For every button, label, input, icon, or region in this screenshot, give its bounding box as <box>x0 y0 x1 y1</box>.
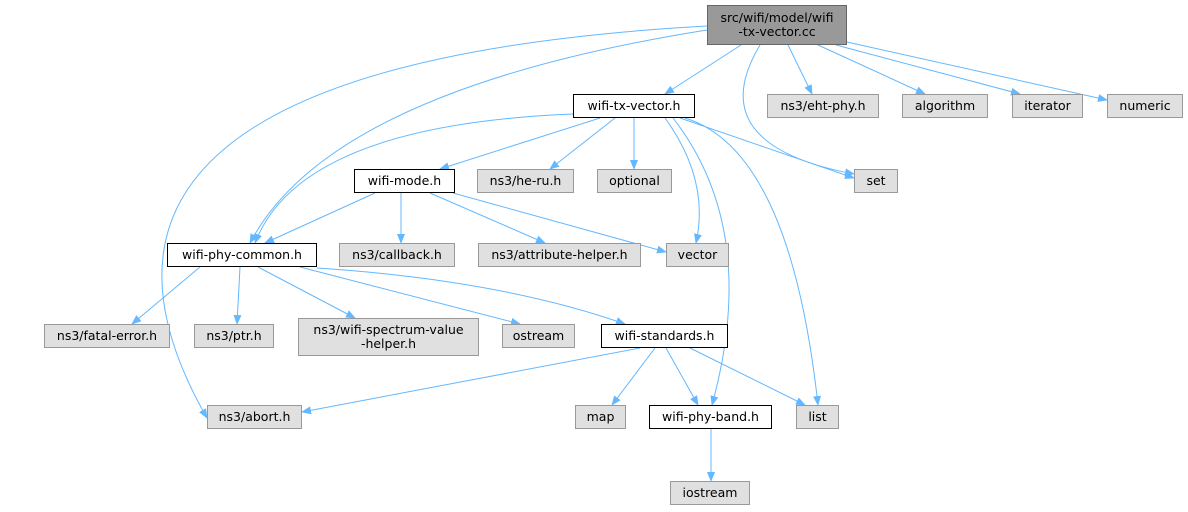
node-standards[interactable]: wifi-standards.h <box>601 324 728 348</box>
edge-phycommon-to-ostream <box>299 266 521 326</box>
edge-phycommon-to-ptr <box>233 266 242 325</box>
node-band[interactable]: wifi-phy-band.h <box>649 405 772 429</box>
edge-root-to-eht <box>787 44 813 95</box>
node-map: map <box>575 405 626 429</box>
edge-root-to-txv <box>664 44 742 95</box>
node-ptr: ns3/ptr.h <box>194 324 274 348</box>
edge-standards-to-abort <box>301 347 641 415</box>
node-fatal: ns3/fatal-error.h <box>44 324 170 348</box>
node-attrhelper: ns3/attribute-helper.h <box>478 243 641 267</box>
node-root: src/wifi/model/wifi -tx-vector.cc <box>707 5 847 45</box>
node-algorithm: algorithm <box>902 94 988 118</box>
node-vector: vector <box>666 243 729 267</box>
edge-phycommon-to-spectrum <box>257 266 356 319</box>
edge-mode-to-phycommon <box>264 192 376 244</box>
node-ostream: ostream <box>502 324 575 348</box>
node-optional: optional <box>597 169 672 193</box>
node-iostream: iostream <box>670 481 750 505</box>
node-abort: ns3/abort.h <box>207 405 302 429</box>
edge-root-to-algorithm <box>817 44 926 95</box>
edge-mode-to-attrhelper <box>429 192 546 244</box>
node-heru: ns3/he-ru.h <box>477 169 574 193</box>
node-set: set <box>854 169 898 193</box>
edge-root-to-abort <box>161 25 708 419</box>
edge-txv-to-mode <box>439 117 601 171</box>
node-spectrum: ns3/wifi-spectrum-value -helper.h <box>298 318 479 356</box>
node-mode[interactable]: wifi-mode.h <box>354 169 455 193</box>
edge-phycommon-to-fatal <box>131 266 201 325</box>
edge-txv-to-phycommon <box>254 113 574 244</box>
edge-txv-to-vector <box>664 117 702 244</box>
node-callback: ns3/callback.h <box>339 243 455 267</box>
node-phycommon[interactable]: wifi-phy-common.h <box>167 243 317 267</box>
edge-txv-to-heru <box>549 117 616 170</box>
node-eht: ns3/eht-phy.h <box>767 94 879 118</box>
edge-root-to-numeric <box>846 41 1108 102</box>
node-numeric: numeric <box>1107 94 1183 118</box>
edge-layer <box>131 25 1108 482</box>
edge-standards-to-map <box>611 347 656 406</box>
edge-mode-to-vector <box>452 192 667 254</box>
edge-standards-to-list <box>689 347 806 406</box>
edge-standards-to-band <box>665 347 699 406</box>
edge-txv-to-set <box>679 117 855 179</box>
node-txv[interactable]: wifi-tx-vector.h <box>573 94 695 118</box>
edge-phycommon-to-standards <box>316 267 626 325</box>
node-iterator: iterator <box>1012 94 1083 118</box>
edge-txv-to-list <box>684 117 821 406</box>
node-list: list <box>796 405 839 429</box>
edge-root-to-phycommon <box>249 29 708 244</box>
edge-root-to-iterator <box>835 44 1021 96</box>
